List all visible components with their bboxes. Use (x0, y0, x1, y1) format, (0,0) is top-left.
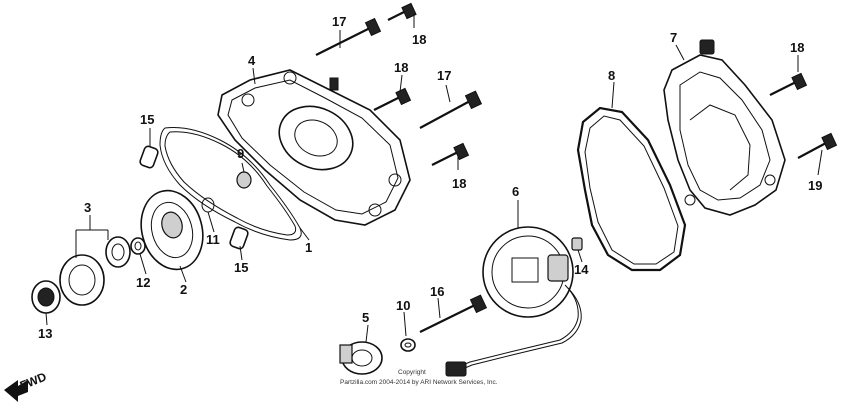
part-11-small-o-ring (201, 197, 215, 213)
label-part-18c: 18 (452, 176, 466, 191)
label-part-14: 14 (574, 262, 589, 277)
part-15-dowel-pin-a (139, 145, 159, 169)
label-part-8: 8 (608, 68, 615, 83)
part-14-fitting (571, 237, 583, 251)
bolt-17b (419, 90, 483, 129)
part-15-dowel-pin-b (229, 226, 249, 250)
label-part-13: 13 (38, 326, 52, 341)
forward-arrow-icon (4, 380, 28, 402)
bolt-18d (769, 72, 808, 96)
part-3-pulley-assembly (59, 236, 131, 306)
part-10-washer (400, 338, 416, 352)
part-9-cap (236, 171, 252, 189)
label-part-12: 12 (136, 275, 150, 290)
label-part-9: 9 (237, 146, 244, 161)
leader-lines (45, 14, 823, 343)
bolt-16 (419, 294, 488, 333)
label-part-10: 10 (396, 298, 410, 313)
part-12-washer (130, 237, 146, 255)
label-part-1: 1 (305, 240, 312, 255)
bolt-17a (315, 17, 382, 56)
label-part-15a: 15 (140, 112, 154, 127)
label-part-6: 6 (512, 184, 519, 199)
copyright-line-2: Partzilla.com 2004-2014 by ARI Network S… (340, 379, 498, 386)
part-7-rear-cover (663, 39, 786, 216)
label-part-11: 11 (206, 232, 220, 247)
label-part-18a: 18 (412, 32, 426, 47)
fwd-label: FWD (18, 369, 49, 392)
part-8-gasket (576, 106, 687, 272)
label-part-7: 7 (670, 30, 677, 45)
part-4-main-housing (217, 69, 411, 226)
bolt-18c (431, 142, 470, 166)
bolt-18a (387, 2, 417, 21)
part-1-o-ring (159, 127, 302, 241)
label-part-17b: 17 (437, 68, 451, 83)
label-part-18b: 18 (394, 60, 408, 75)
copyright-line-1: Copyright (398, 369, 426, 376)
label-part-4: 4 (248, 53, 256, 68)
label-part-19: 19 (808, 178, 822, 193)
label-part-15b: 15 (234, 260, 248, 275)
bolt-18b (373, 87, 412, 111)
label-part-2: 2 (180, 282, 187, 297)
forward-direction-indicator: FWD (4, 369, 49, 402)
label-part-18d: 18 (790, 40, 804, 55)
label-part-5: 5 (362, 310, 369, 325)
label-part-17a: 17 (332, 14, 346, 29)
part-6-stator-plate (445, 226, 582, 377)
part-13-oil-seal (31, 280, 61, 314)
part-2-pump-cover (140, 189, 204, 271)
bolt-19 (797, 132, 838, 159)
part-5-pulse-generator (339, 341, 383, 375)
label-part-3: 3 (84, 200, 91, 215)
label-part-16: 16 (430, 284, 444, 299)
